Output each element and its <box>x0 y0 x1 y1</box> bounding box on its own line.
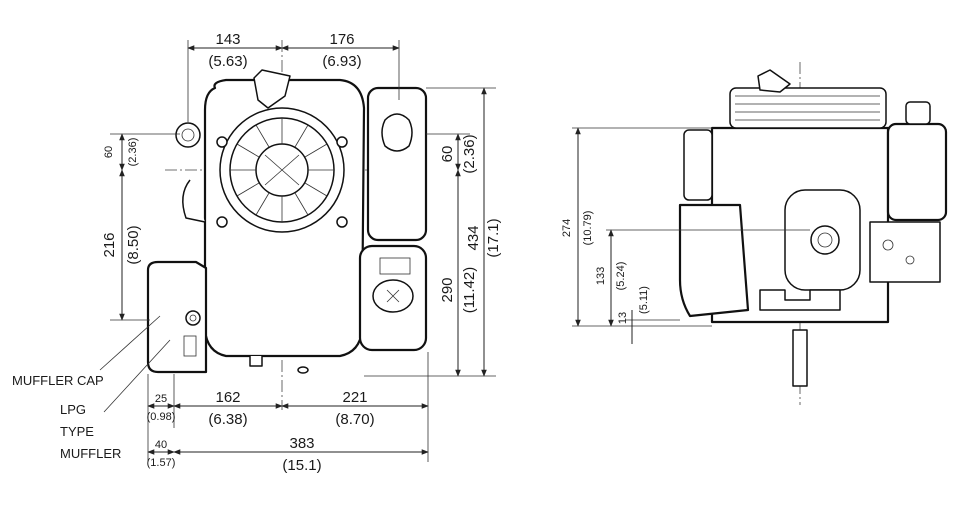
fuel-tank-body <box>366 86 428 242</box>
dim-162-inch-label: (6.38) <box>208 411 247 428</box>
crankshaft-boss <box>810 225 840 255</box>
muffler-cap-icon <box>185 310 201 326</box>
muffler-side <box>678 129 750 318</box>
lpg-muffler-leader <box>103 339 171 413</box>
dim-383-label: 383 <box>289 435 314 452</box>
dim-383-inch-label: (15.1) <box>282 457 321 474</box>
dim-40-label: 40 <box>155 439 167 451</box>
starter-handle <box>253 69 291 109</box>
dim-60-left-inch-label: (2.36) <box>127 138 139 167</box>
muffler-cap-leader <box>99 315 161 371</box>
lpg-label-line3: MUFFLER <box>60 446 121 461</box>
breather-hose <box>182 179 206 223</box>
muffler <box>146 260 208 374</box>
fuel-tank-side <box>886 101 948 222</box>
dim-434-label: 434 <box>465 225 482 250</box>
fuel-cap-side-icon <box>905 101 931 125</box>
dim-221-label: 221 <box>342 389 367 406</box>
oil-cap <box>175 122 201 148</box>
dim-25-label: 25 <box>155 393 167 405</box>
starter-grip-side <box>757 69 791 93</box>
dim-60-right-label: 60 <box>439 146 456 163</box>
muffler-body <box>146 260 208 374</box>
dim-176-inch-label: (6.93) <box>322 53 361 70</box>
fuel-tank <box>366 86 428 242</box>
dim-60-right-inch-label: (2.36) <box>461 134 478 173</box>
bolt-2 <box>336 136 348 148</box>
lpg-label-line1: LPG <box>60 402 86 417</box>
engine-body-top <box>175 69 366 374</box>
carburetor <box>869 221 941 283</box>
dim-60-left-label: 60 <box>103 146 115 158</box>
dim-13-label: 13 <box>617 312 629 324</box>
dim-274-inch-label: (10.79) <box>582 211 594 246</box>
top-view: 143 (5.63) 176 (6.93) 60 (2.36) 216 (8.5… <box>12 31 502 474</box>
lpg-label-line2: TYPE <box>60 424 94 439</box>
dim-216-label: 216 <box>101 232 118 257</box>
dim-133-inch-label: (5.24) <box>615 262 627 291</box>
air-cleaner <box>358 244 428 352</box>
muffler-cap-label: MUFFLER CAP <box>12 373 104 388</box>
dim-40-inch-label: (1.57) <box>147 457 176 469</box>
dim-13-inch-label: (5.11) <box>638 286 650 314</box>
dim-221-inch-label: (8.70) <box>335 411 374 428</box>
dim-290-inch-label: (11.42) <box>461 267 478 313</box>
starter-vents <box>230 118 334 222</box>
dim-143-label: 143 <box>215 31 240 48</box>
output-shaft <box>792 329 808 387</box>
oil-filler-side <box>683 129 713 201</box>
dim-176-label: 176 <box>329 31 354 48</box>
dim-274-label: 274 <box>561 219 573 237</box>
bolt-4 <box>336 216 348 228</box>
dim-143-inch-label: (5.63) <box>208 53 247 70</box>
bolt-1 <box>216 136 228 148</box>
bolt-3 <box>216 216 228 228</box>
dim-162-label: 162 <box>215 389 240 406</box>
dim-216-inch-label: (8.50) <box>125 225 142 264</box>
choke-lever <box>379 257 411 275</box>
drain-plug <box>249 356 263 367</box>
cylinder-head <box>729 69 887 129</box>
fuel-cap-icon <box>381 113 413 152</box>
dim-434-inch-label: (17.1) <box>485 218 502 257</box>
dim-290-label: 290 <box>439 277 456 302</box>
base-flange <box>759 289 841 311</box>
side-view: 274 (10.79) 133 (5.24) 13 (5.11) <box>561 62 948 405</box>
side-extension-lines <box>572 127 810 327</box>
dim-25-inch-label: (0.98) <box>147 411 176 423</box>
dim-133-label: 133 <box>595 267 607 285</box>
